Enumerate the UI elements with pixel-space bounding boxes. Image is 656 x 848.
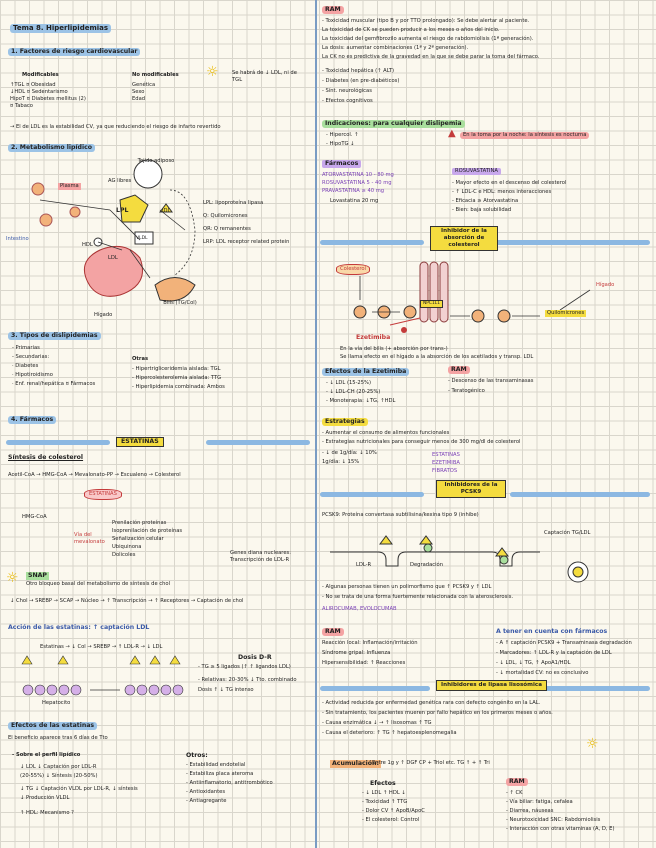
divider-bar xyxy=(540,686,650,691)
pcsk9-flow-b: Degradación xyxy=(410,562,443,569)
pcsk9-item-2: - No se trata de una forma fuertemente r… xyxy=(322,594,513,601)
pcsk9-flow-c: Captación TG/LDL xyxy=(544,530,590,537)
acum-list-header: Efectos xyxy=(370,780,396,788)
ram-4-tag: RAM xyxy=(506,778,528,786)
lipasa-item-4: - Causa el deterioro: ↑ TG ↑ hepatoesple… xyxy=(322,730,457,737)
divider-bar xyxy=(320,686,430,691)
ram-3-tag: RAM xyxy=(322,628,344,636)
tener-item-1: - A ↑ captación PCSK9 + Transaminasa deg… xyxy=(496,640,632,647)
ram4-item-1: - ↑ CK xyxy=(506,790,523,797)
lipasa-item-3: - Causa enzimática ↓ → ↑ lisosomas ↑ TG xyxy=(322,720,432,727)
acumulacion-formula: Entre 1g y ↑ DGF CP + Triol etc. TG ↑ + … xyxy=(372,760,490,767)
ram3-item-1: Reacción local: Inflamación/irritación xyxy=(322,640,418,647)
tener-cuenta-title: A tener en cuenta con fármacos xyxy=(496,628,607,636)
lipasa-item-1: - Actividad reducida por enfermedad gené… xyxy=(322,700,540,707)
tener-item-4: - ↓ mortalidad CV: no es conclusivo xyxy=(496,670,588,677)
pcsk9-flow-a: LDL-R xyxy=(356,562,371,569)
ram4-item-2: - Vía biliar: fatiga, cefalea xyxy=(506,799,573,806)
acum-item-1: - ↓ LDL ↑ HDL ↓ xyxy=(362,790,406,797)
lipasa-item-2: - Sin tratamiento, los pacientes mueren … xyxy=(322,710,553,717)
ram3-item-3: Hipersensibilidad: ↑ Reacciones xyxy=(322,660,405,667)
ram4-item-4: - Neurotoxicidad SNC: Rabdomiolisis xyxy=(506,817,600,824)
pcsk9-item-1: - Algunas personas tienen un polimorfism… xyxy=(322,584,491,591)
ram4-item-5: - Interacción con otras vitaminas (A, D,… xyxy=(506,826,614,833)
pcsk9-item-3: ALIROCUMAB, EVOLOCUMAB xyxy=(322,606,397,613)
ram4-item-3: - Diarrea, náuseas xyxy=(506,808,553,815)
acum-item-3: - Dolor CV ↑ ApoB/ApoC xyxy=(362,808,425,815)
acum-item-4: - El colesterol: Control xyxy=(362,817,419,824)
lightbulb-icon: ☼ xyxy=(586,736,599,754)
inhibidores-lipasa-box: Inhibidores de lipasa lisosómica xyxy=(436,680,547,691)
tener-item-3: - ↓ LDL, ↓ TG, ↑ ApoA1/HDL xyxy=(496,660,570,667)
acum-item-2: - Toxicidad ↑ TTG xyxy=(362,799,407,806)
ram3-item-2: Síndrome gripal: Influenza xyxy=(322,650,390,657)
tener-item-2: - Marcadores: ↑ LDL-R y la captación de … xyxy=(496,650,612,657)
